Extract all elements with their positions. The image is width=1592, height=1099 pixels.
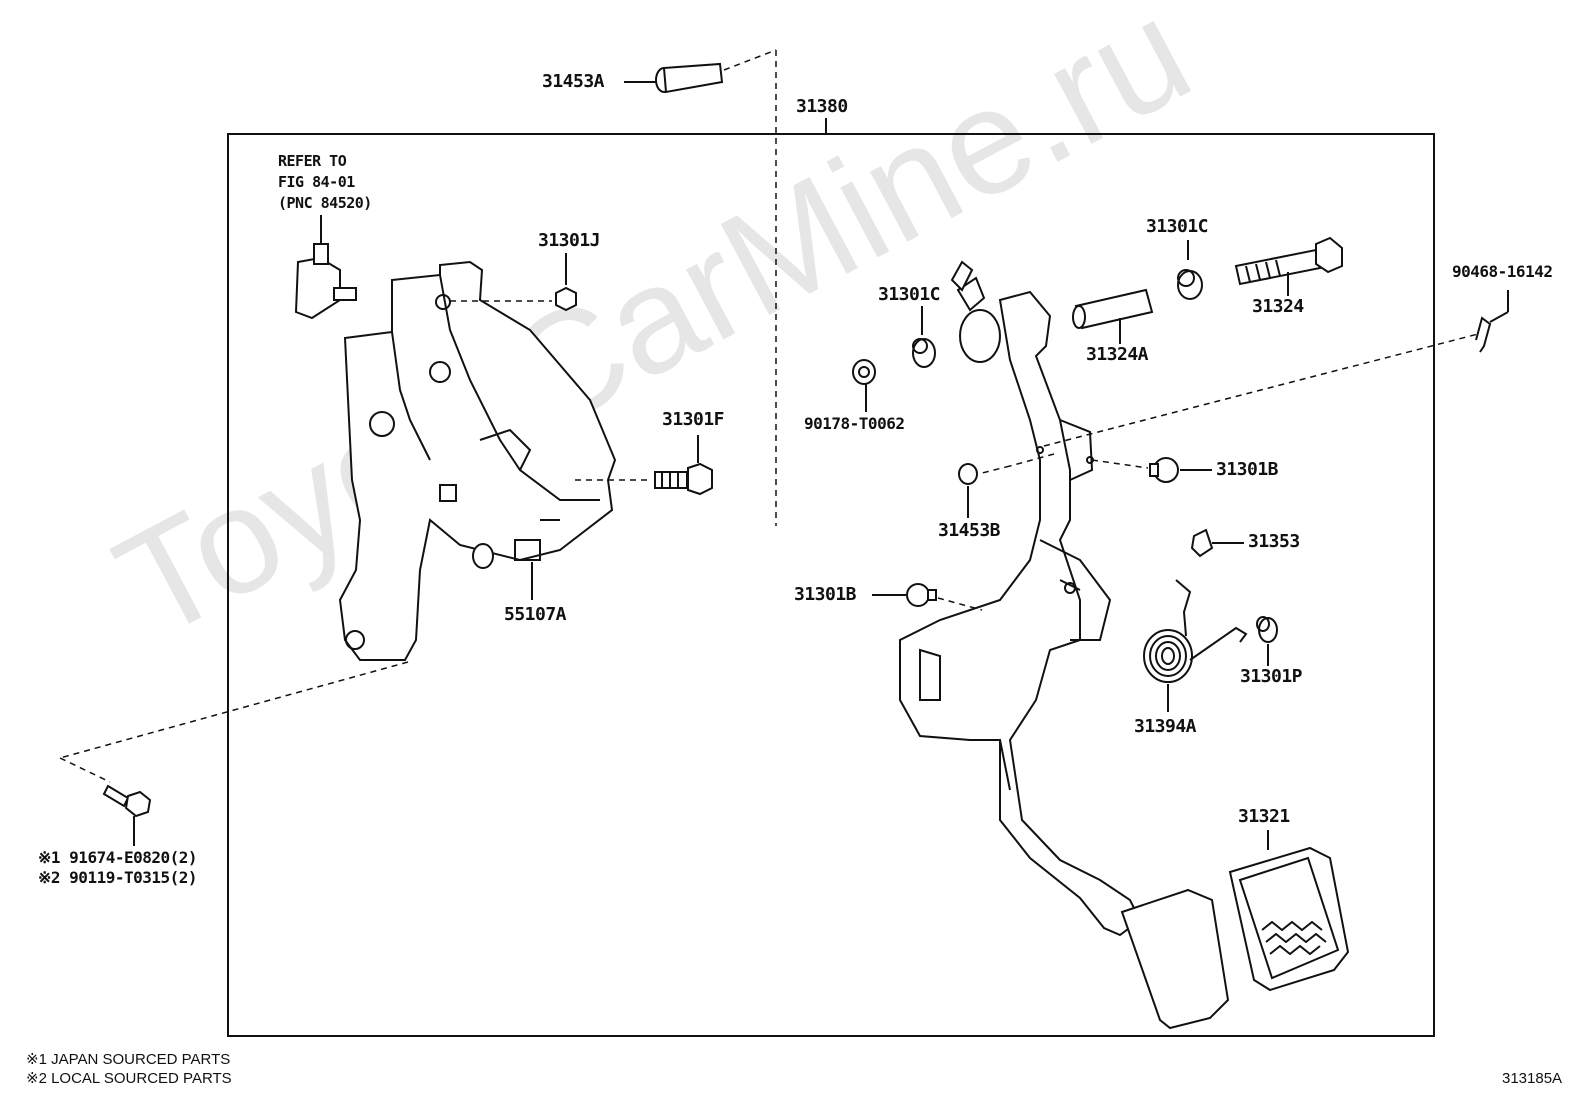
pedal-bracket bbox=[338, 260, 617, 661]
label-31324a: 31324A bbox=[1086, 344, 1149, 365]
refer-line-1: REFER TO bbox=[278, 152, 347, 170]
refer-line-2: FIG 84-01 bbox=[278, 173, 355, 191]
footnote-local: ※2 LOCAL SOURCED PARTS bbox=[26, 1070, 232, 1087]
clip-31353 bbox=[1190, 528, 1244, 558]
label-31453b: 31453B bbox=[938, 520, 1001, 541]
label-31394a: 31394A bbox=[1134, 716, 1197, 737]
label-55107a: 55107A bbox=[504, 604, 567, 625]
refer-line-3: (PNC 84520) bbox=[278, 194, 372, 212]
footnote-japan: ※1 JAPAN SOURCED PARTS bbox=[26, 1051, 231, 1068]
label-31301c-left: 31301C bbox=[878, 284, 941, 305]
bushing-31301c-right bbox=[1177, 240, 1203, 300]
bolt-31324 bbox=[1234, 236, 1343, 296]
collar-31301p bbox=[1256, 616, 1278, 666]
pipe-31324a bbox=[1072, 288, 1154, 344]
pedal-sensor bbox=[294, 215, 357, 320]
label-31301p: 31301P bbox=[1240, 666, 1303, 687]
bolt-label-1: ※1 91674-E0820(2) bbox=[38, 848, 198, 867]
label-31301b-left: 31301B bbox=[794, 584, 857, 605]
pedal-pad-31321 bbox=[1228, 830, 1350, 992]
label-31380: 31380 bbox=[796, 96, 848, 117]
clip-31453b bbox=[958, 463, 978, 518]
label-31301c-right: 31301C bbox=[1146, 216, 1209, 237]
grommet-31301b-left bbox=[872, 583, 983, 611]
label-31321: 31321 bbox=[1238, 806, 1290, 827]
nut-31301j bbox=[555, 286, 577, 312]
spring-31394a bbox=[1143, 579, 1248, 712]
bolt-91674 bbox=[102, 784, 152, 846]
brake-pedal-arm bbox=[899, 260, 1142, 937]
bushing-31301c-left bbox=[912, 306, 936, 368]
grommet-31301b-right bbox=[1091, 457, 1212, 483]
label-31301b-right: 31301B bbox=[1216, 459, 1279, 480]
bolt-31301f bbox=[575, 435, 713, 496]
nut-90178 bbox=[852, 359, 876, 412]
bolt-label-2: ※2 90119-T0315(2) bbox=[38, 868, 198, 887]
figure-code: 313185A bbox=[1502, 1070, 1563, 1087]
label-90468: 90468-16142 bbox=[1452, 262, 1553, 281]
pedal-pad-plate bbox=[1120, 888, 1230, 1030]
label-31301j: 31301J bbox=[538, 230, 601, 251]
clip-90468 bbox=[1475, 290, 1509, 353]
label-31453a: 31453A bbox=[542, 71, 605, 92]
label-31324: 31324 bbox=[1252, 296, 1304, 317]
pin-31453a bbox=[624, 49, 777, 94]
label-31301f: 31301F bbox=[662, 409, 725, 430]
label-31353: 31353 bbox=[1248, 531, 1300, 552]
label-90178: 90178-T0062 bbox=[804, 414, 905, 433]
assembly-frame bbox=[227, 133, 1435, 1037]
